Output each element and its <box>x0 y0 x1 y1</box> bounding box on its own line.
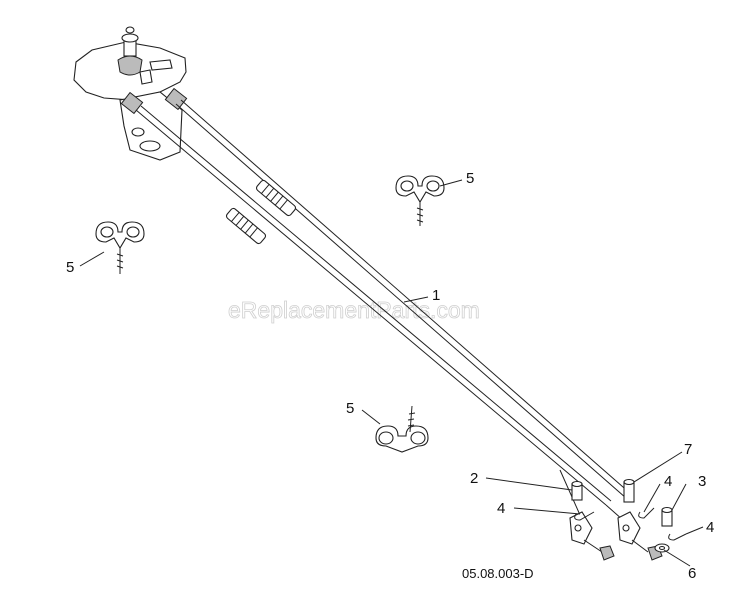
clevis-left <box>569 511 615 561</box>
hairpin-clip <box>574 511 595 521</box>
washer <box>654 543 670 553</box>
document-number: 05.08.003-D <box>462 566 534 581</box>
cable-clip <box>95 221 145 274</box>
control-bracket <box>73 26 188 161</box>
callout-3: 3 <box>698 473 706 490</box>
callout-4: 4 <box>497 500 505 517</box>
watermark-text: eReplacementParts.com <box>228 297 480 323</box>
cable-clip <box>375 405 429 453</box>
callout-2: 2 <box>470 470 478 487</box>
callout-4: 4 <box>706 519 714 536</box>
callout-5: 5 <box>466 170 474 187</box>
clevis-pin <box>623 478 635 503</box>
leader-lines <box>79 179 704 567</box>
hairpin-clip <box>668 533 687 541</box>
clevis-pin <box>661 506 673 527</box>
hairpin-clip <box>638 507 655 519</box>
cable-clip <box>395 175 445 226</box>
callout-5: 5 <box>346 400 354 417</box>
callout-5: 5 <box>66 259 74 276</box>
callout-7: 7 <box>684 441 692 458</box>
clevis-pin <box>571 480 583 501</box>
callout-6: 6 <box>688 565 696 582</box>
clevis-right <box>617 511 663 561</box>
callout-1: 1 <box>432 287 440 304</box>
callout-4: 4 <box>664 473 672 490</box>
